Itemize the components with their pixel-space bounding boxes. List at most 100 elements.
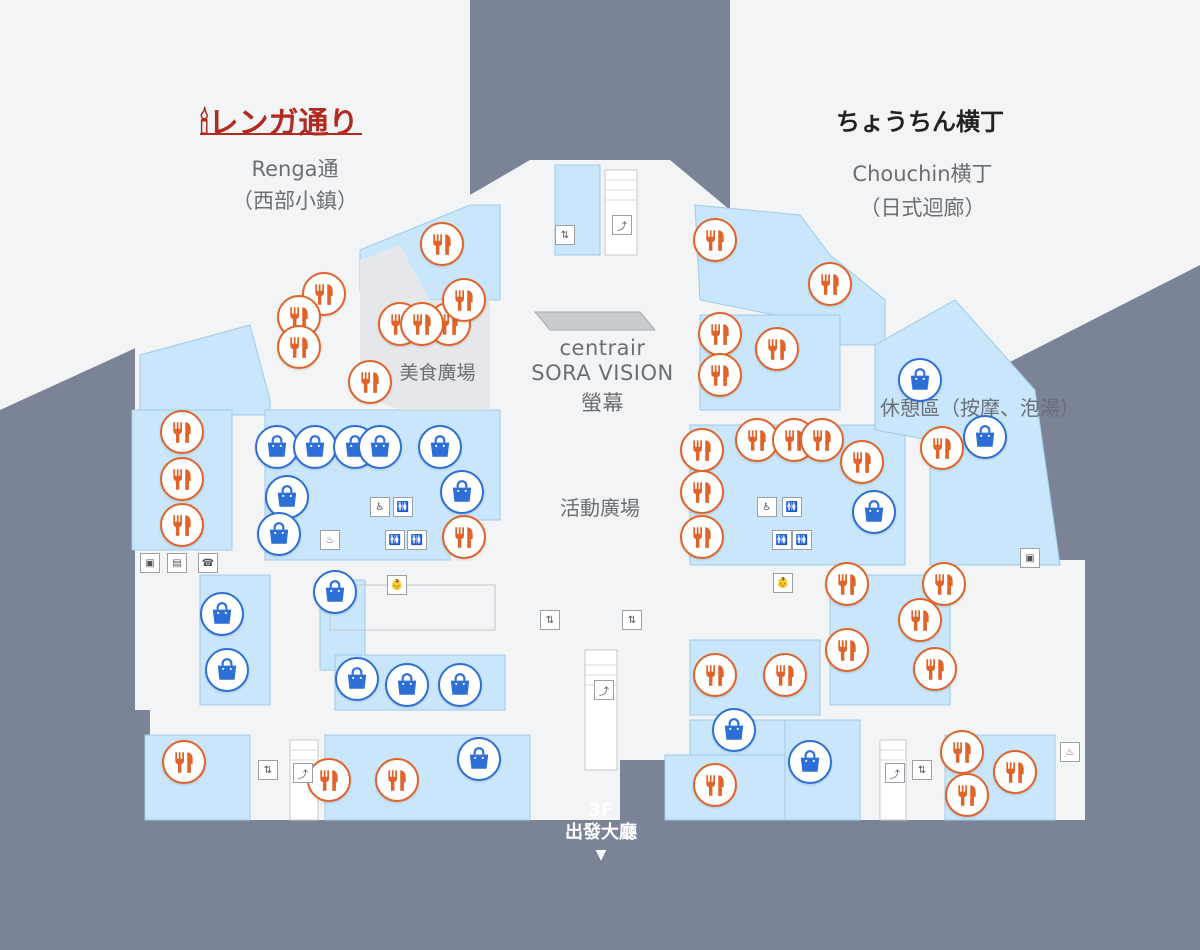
restroom-icon[interactable]: ♿ [370, 497, 390, 517]
shop-marker[interactable] [385, 663, 429, 707]
shopping-bag-icon [450, 673, 470, 695]
smoking-room-icon[interactable]: ♨ [1060, 742, 1080, 762]
shop-marker[interactable] [358, 425, 402, 469]
shop-marker[interactable] [438, 663, 482, 707]
restaurant-marker[interactable] [400, 302, 444, 346]
restaurant-marker[interactable] [693, 218, 737, 262]
restroom-icon[interactable]: 🚻 [407, 530, 427, 550]
shop-marker[interactable] [788, 740, 832, 784]
restaurant-marker[interactable] [825, 628, 869, 672]
shopping-bag-icon [325, 580, 345, 602]
shop-marker[interactable] [335, 657, 379, 701]
restaurant-marker[interactable] [160, 410, 204, 454]
restaurant-marker[interactable] [808, 262, 852, 306]
restaurant-marker[interactable] [442, 515, 486, 559]
fork-knife-icon [706, 665, 724, 686]
chouchin-name: Chouchin横丁 [852, 162, 993, 186]
restaurant-marker[interactable] [940, 730, 984, 774]
shop-marker[interactable] [205, 648, 249, 692]
fork-knife-icon [175, 752, 193, 773]
smoking-room-icon[interactable]: ♨ [320, 530, 340, 550]
restaurant-marker[interactable] [680, 428, 724, 472]
fork-knife-icon [693, 482, 711, 503]
restroom-icon[interactable]: ♿ [757, 497, 777, 517]
restroom-icon[interactable]: 🚻 [782, 497, 802, 517]
restaurant-marker[interactable] [693, 653, 737, 697]
elevator-icon[interactable]: ⇅ [540, 610, 560, 630]
shop-marker[interactable] [265, 475, 309, 519]
restaurant-marker[interactable] [698, 353, 742, 397]
escalator-icon[interactable]: ⤴ [594, 680, 614, 700]
restaurant-marker[interactable] [755, 327, 799, 371]
restroom-icon[interactable]: 🚻 [393, 497, 413, 517]
restaurant-marker[interactable] [307, 758, 351, 802]
shop-marker[interactable] [852, 490, 896, 534]
restaurant-marker[interactable] [348, 360, 392, 404]
restaurant-marker[interactable] [277, 325, 321, 369]
shop-marker[interactable] [293, 425, 337, 469]
shop-marker[interactable] [200, 592, 244, 636]
restaurant-marker[interactable] [945, 773, 989, 817]
fork-knife-icon [776, 665, 794, 686]
food-court-label: 美食廣場 [399, 362, 476, 384]
restaurant-marker[interactable] [680, 515, 724, 559]
shopping-bag-icon [975, 425, 995, 447]
elevator-icon[interactable]: ⇅ [258, 760, 278, 780]
sora-vision-line3: 螢幕 [581, 391, 624, 415]
fork-knife-icon [413, 314, 431, 335]
restaurant-marker[interactable] [160, 457, 204, 501]
restaurant-marker[interactable] [442, 278, 486, 322]
shop-marker[interactable] [313, 570, 357, 614]
fork-knife-icon [173, 515, 191, 536]
escalator-icon[interactable]: ⤴ [612, 215, 632, 235]
shop-marker[interactable] [457, 737, 501, 781]
shopping-bag-icon [724, 718, 744, 740]
fork-knife-icon [838, 574, 856, 595]
escalator-icon[interactable]: ⤴ [293, 763, 313, 783]
phone-icon[interactable]: ☎ [198, 553, 218, 573]
restaurant-marker[interactable] [898, 598, 942, 642]
atm-icon[interactable]: ▣ [140, 553, 160, 573]
shop-marker[interactable] [712, 708, 756, 752]
shopping-bag-icon [864, 500, 884, 522]
restaurant-marker[interactable] [993, 750, 1037, 794]
nursing-room-icon[interactable]: 👶 [773, 573, 793, 593]
shop-marker[interactable] [257, 512, 301, 556]
shop-marker[interactable] [898, 358, 942, 402]
fork-knife-icon [838, 640, 856, 661]
restaurant-marker[interactable] [825, 562, 869, 606]
shop-marker[interactable] [440, 470, 484, 514]
shop-marker[interactable] [963, 415, 1007, 459]
shopping-bag-icon [217, 658, 237, 680]
escalator-icon[interactable]: ⤴ [885, 763, 905, 783]
restroom-icon[interactable]: 🚻 [385, 530, 405, 550]
restaurant-marker[interactable] [922, 562, 966, 606]
restaurant-marker[interactable] [680, 470, 724, 514]
restaurant-marker[interactable] [698, 312, 742, 356]
elevator-icon[interactable]: ⇅ [555, 225, 575, 245]
restaurant-marker[interactable] [763, 653, 807, 697]
nursing-room-icon[interactable]: 👶 [387, 575, 407, 595]
restaurant-marker[interactable] [800, 418, 844, 462]
restaurant-marker[interactable] [375, 758, 419, 802]
atm-icon[interactable]: ▣ [1020, 548, 1040, 568]
chouchin-subtitle: （日式迴廊） [859, 196, 986, 220]
atm-icon[interactable]: ▤ [167, 553, 187, 573]
restaurant-marker[interactable] [420, 222, 464, 266]
fork-knife-icon [455, 290, 473, 311]
restroom-icon[interactable]: 🚻 [792, 530, 812, 550]
restaurant-marker[interactable] [920, 426, 964, 470]
elevator-icon[interactable]: ⇅ [622, 610, 642, 630]
restroom-icon[interactable]: 🚻 [772, 530, 792, 550]
elevator-icon[interactable]: ⇅ [912, 760, 932, 780]
restaurant-marker[interactable] [162, 740, 206, 784]
fork-knife-icon [813, 430, 831, 451]
restaurant-marker[interactable] [160, 503, 204, 547]
shopping-bag-icon [469, 747, 489, 769]
restaurant-marker[interactable] [913, 647, 957, 691]
shop-marker[interactable] [418, 425, 462, 469]
restaurant-marker[interactable] [840, 440, 884, 484]
restaurant-marker[interactable] [693, 763, 737, 807]
shop-marker[interactable] [255, 425, 299, 469]
exit-departure-hall[interactable]: 3F 出發大廳 ▼ [560, 800, 642, 866]
